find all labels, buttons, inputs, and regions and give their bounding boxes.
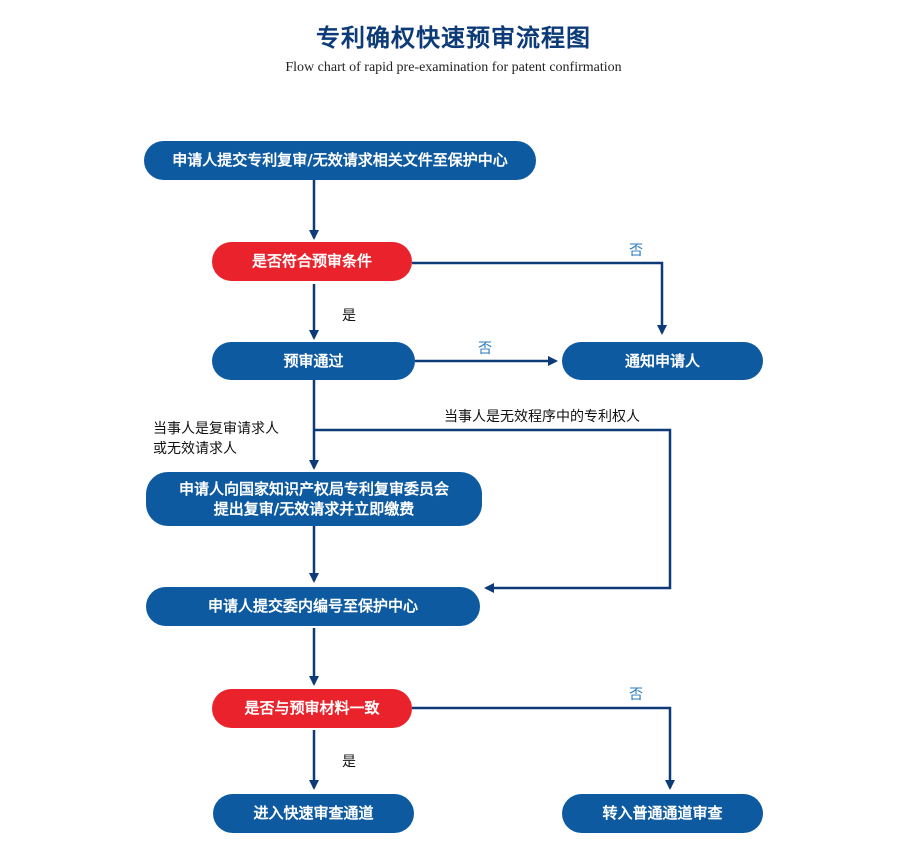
page-subtitle: Flow chart of rapid pre-examination for …	[285, 60, 622, 75]
node-notify-applicant: 通知申请人	[562, 342, 763, 380]
node-normal-channel-label: 转入普通通道审查	[602, 804, 723, 823]
arrow-check-no-to-notify	[412, 261, 667, 335]
arrow-patentee-to-internal-no	[314, 428, 672, 593]
node-apply-board: 申请人向国家知识产权局专利复审委员会 提出复审/无效请求并立即缴费	[146, 472, 482, 526]
node-pre-exam-pass-label: 预审通过	[283, 351, 344, 370]
node-submit-docs: 申请人提交专利复审/无效请求相关文件至保护中心	[144, 141, 536, 180]
edge-label-patentee: 当事人是无效程序中的专利权人	[444, 409, 640, 425]
node-check-conditions-label: 是否符合预审条件	[251, 252, 372, 271]
node-pre-exam-pass: 预审通过	[212, 342, 415, 380]
node-fast-channel: 进入快速审查通道	[213, 794, 414, 833]
node-normal-channel: 转入普通通道审查	[562, 794, 763, 833]
edge-label-requester-line1: 当事人是复审请求人	[153, 421, 279, 437]
arrow-consistent-no-to-normal	[412, 706, 675, 790]
edge-label-yes-1: 是	[342, 308, 356, 324]
edge-label-yes-2: 是	[342, 754, 356, 770]
node-submit-docs-label: 申请人提交专利复审/无效请求相关文件至保护中心	[172, 151, 508, 170]
node-fast-channel-label: 进入快速审查通道	[253, 804, 374, 823]
node-check-consistent-label: 是否与预审材料一致	[244, 699, 380, 718]
node-apply-board-line2: 提出复审/无效请求并立即缴费	[213, 500, 415, 518]
node-check-consistent: 是否与预审材料一致	[212, 689, 412, 728]
edge-label-no-1: 否	[629, 243, 643, 259]
node-notify-applicant-label: 通知申请人	[624, 351, 700, 370]
edge-label-no-2: 否	[478, 341, 492, 357]
node-check-conditions: 是否符合预审条件	[212, 242, 412, 281]
page-title: 专利确权快速预审流程图	[316, 23, 591, 52]
node-apply-board-line1: 申请人向国家知识产权局专利复审委员会	[178, 479, 449, 498]
node-submit-internal-no: 申请人提交委内编号至保护中心	[146, 587, 480, 626]
edge-label-no-3: 否	[629, 687, 643, 703]
edge-label-requester-line2: 或无效请求人	[153, 441, 237, 457]
node-submit-internal-no-label: 申请人提交委内编号至保护中心	[207, 597, 418, 616]
